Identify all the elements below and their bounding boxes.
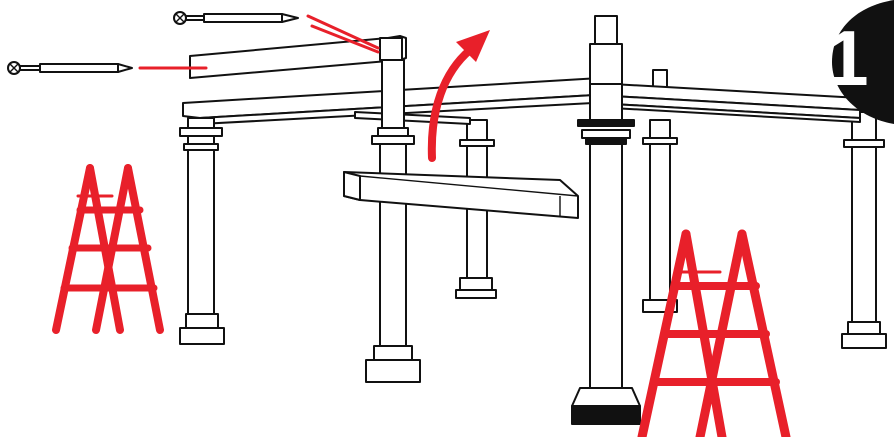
right-post [841, 111, 887, 349]
corner-post [571, 15, 641, 425]
screw-icon [173, 11, 299, 25]
curved-arrow-icon [427, 30, 490, 162]
loose-beam [343, 171, 579, 219]
ladder-icon [637, 229, 791, 437]
back-right-post [642, 69, 678, 313]
top-beam [189, 35, 407, 79]
front-left-post [179, 117, 225, 345]
screw-icon [7, 61, 133, 75]
top-frame [182, 77, 861, 125]
step-badge [832, 0, 894, 124]
step-number: 1 [825, 14, 869, 102]
ladder-icon [52, 164, 164, 334]
screw-leader-lines [138, 14, 380, 70]
